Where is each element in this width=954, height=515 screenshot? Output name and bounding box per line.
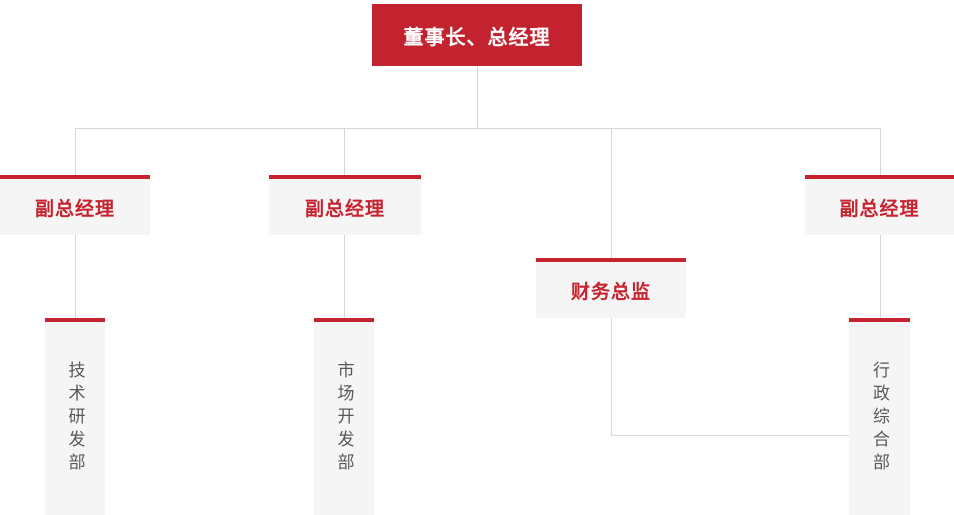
node-dept-tech-rd-label: 技术研发部 (65, 361, 85, 476)
node-finance-director: 财务总监 (536, 258, 686, 318)
node-dept-market-dev-label: 市场开发部 (334, 361, 354, 476)
node-dept-admin-general-label: 行政综合部 (870, 361, 889, 476)
node-deputy-gm-1-label: 副总经理 (34, 198, 115, 220)
connector-vp3-to-dept (880, 235, 881, 318)
node-dept-tech-rd: 技术研发部 (45, 318, 105, 515)
connector-root-stem (477, 66, 478, 128)
node-deputy-gm-2-label: 副总经理 (304, 198, 385, 220)
node-dept-admin-general: 行政综合部 (849, 318, 910, 515)
node-deputy-gm-2: 副总经理 (269, 175, 421, 235)
connector-drop-vp2 (344, 128, 345, 175)
node-deputy-gm-3-label: 副总经理 (839, 198, 920, 220)
connector-drop-vp1 (75, 128, 76, 175)
node-chairman-general-manager: 董事长、总经理 (372, 4, 582, 66)
node-chairman-general-manager-label: 董事长、总经理 (403, 26, 551, 49)
node-deputy-gm-3: 副总经理 (805, 175, 954, 235)
connector-cfo-elbow-vertical (611, 318, 612, 435)
connector-drop-vp3 (880, 128, 881, 175)
connector-drop-cfo (611, 128, 612, 258)
node-dept-market-dev: 市场开发部 (314, 318, 374, 515)
node-finance-director-label: 财务总监 (570, 281, 651, 303)
node-deputy-gm-1: 副总经理 (0, 175, 150, 235)
connector-level2-rail (75, 128, 881, 129)
connector-vp1-to-dept (75, 235, 76, 318)
connector-vp2-to-dept (344, 235, 345, 318)
connector-cfo-elbow-horizontal (611, 435, 849, 436)
